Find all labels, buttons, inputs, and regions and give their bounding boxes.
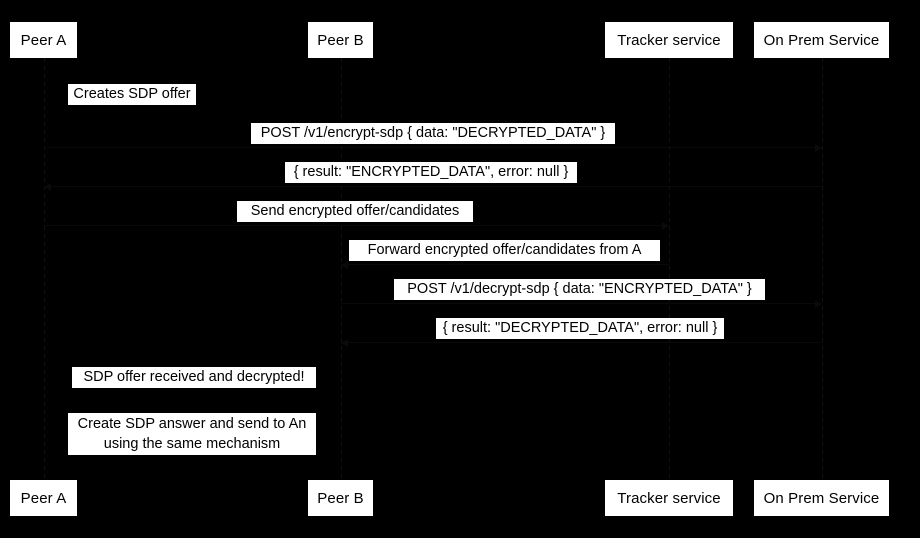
participant-top-tracker-service[interactable]: Tracker service <box>605 22 733 58</box>
message-arrowhead-post-decrypt-sdp <box>814 300 822 308</box>
lifeline-on-prem-service <box>822 58 823 480</box>
message-arrowhead-send-encrypted-offer <box>662 222 669 230</box>
participant-top-on-prem-service[interactable]: On Prem Service <box>754 22 889 58</box>
lifeline-peer-b <box>341 58 342 480</box>
participant-label: Peer A <box>20 489 67 507</box>
participant-label: Tracker service <box>617 31 721 49</box>
participant-label: Peer B <box>317 31 364 49</box>
participant-top-peer-b[interactable]: Peer B <box>308 22 373 58</box>
message-label-sdp-offer-received[interactable]: SDP offer received and decrypted! <box>72 367 316 388</box>
message-line-encrypt-sdp-result <box>43 186 822 187</box>
message-line-forward-encrypted-offer <box>340 264 669 265</box>
message-label-create-sdp-answer[interactable]: Create SDP answer and send to An using t… <box>68 413 316 455</box>
participant-label: Peer A <box>20 31 67 49</box>
message-label-creates-sdp-offer[interactable]: Creates SDP offer <box>68 84 196 105</box>
participant-bottom-peer-a[interactable]: Peer A <box>10 480 77 516</box>
message-label-send-encrypted-offer[interactable]: Send encrypted offer/candidates <box>237 201 473 222</box>
message-label-forward-encrypted-offer[interactable]: Forward encrypted offer/candidates from … <box>349 240 660 261</box>
participant-label: Tracker service <box>617 489 721 507</box>
message-label-post-encrypt-sdp[interactable]: POST /v1/encrypt-sdp { data: "DECRYPTED_… <box>251 123 615 144</box>
message-arrowhead-decrypt-sdp-result <box>340 339 348 347</box>
message-label-encrypt-sdp-result[interactable]: { result: "ENCRYPTED_DATA", error: null … <box>285 162 577 183</box>
message-arrowhead-post-encrypt-sdp <box>814 144 822 152</box>
message-line-post-encrypt-sdp <box>43 147 822 148</box>
lifeline-peer-a <box>44 58 45 480</box>
message-line-decrypt-sdp-result <box>340 342 822 343</box>
lifeline-tracker-service <box>669 58 670 480</box>
message-label-decrypt-sdp-result[interactable]: { result: "DECRYPTED_DATA", error: null … <box>436 318 724 339</box>
message-arrowhead-encrypt-sdp-result <box>43 183 51 191</box>
message-line-post-decrypt-sdp <box>340 303 822 304</box>
participant-top-peer-a[interactable]: Peer A <box>10 22 77 58</box>
participant-bottom-peer-b[interactable]: Peer B <box>308 480 373 516</box>
participant-label: On Prem Service <box>763 489 880 507</box>
message-arrowhead-forward-encrypted-offer <box>340 261 348 269</box>
participant-bottom-tracker-service[interactable]: Tracker service <box>605 480 733 516</box>
message-label-post-decrypt-sdp[interactable]: POST /v1/decrypt-sdp { data: "ENCRYPTED_… <box>394 279 765 300</box>
participant-label: On Prem Service <box>763 31 880 49</box>
message-line-send-encrypted-offer <box>43 225 669 226</box>
participant-label: Peer B <box>317 489 364 507</box>
participant-bottom-on-prem-service[interactable]: On Prem Service <box>754 480 889 516</box>
